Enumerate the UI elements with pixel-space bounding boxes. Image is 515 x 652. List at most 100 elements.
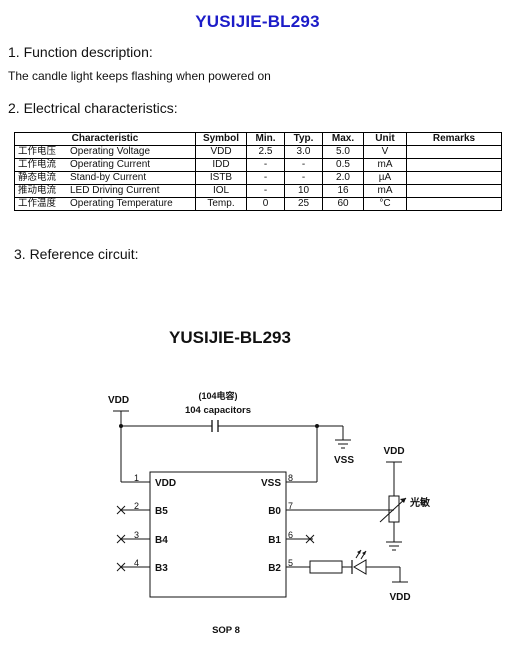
header-min: Min. xyxy=(246,132,285,146)
cell-remarks xyxy=(406,171,502,185)
vdd-label-right: VDD xyxy=(383,446,404,457)
cell-min: 0 xyxy=(246,197,285,211)
cell-symbol: VDD xyxy=(195,145,247,159)
characteristic-cn: 工作温度 xyxy=(18,198,57,209)
function-description: The candle light keeps flashing when pow… xyxy=(8,69,271,83)
section-heading-electrical: 2. Electrical characteristics: xyxy=(8,100,178,116)
junction-dot-right xyxy=(315,424,319,428)
cell-typ: 10 xyxy=(284,184,323,198)
no-connect-mark-b1 xyxy=(305,534,315,544)
pin-number-8: 8 xyxy=(288,473,293,483)
section-heading-function: 1. Function description: xyxy=(8,44,153,60)
characteristic-en: Operating Voltage xyxy=(70,146,151,157)
photoresistor-arrow-icon xyxy=(400,498,406,503)
characteristic-cn: 工作电流 xyxy=(18,159,57,170)
cell-max: 2.0 xyxy=(322,171,364,185)
characteristic-en: Operating Current xyxy=(70,159,151,170)
cell-symbol: ISTB xyxy=(195,171,247,185)
pin-name-b3: B3 xyxy=(155,563,168,574)
header-max: Max. xyxy=(322,132,364,146)
package-label: SOP 8 xyxy=(212,625,240,636)
cell-characteristic: 静态电流 Stand-by Current xyxy=(14,171,196,185)
cell-remarks xyxy=(406,184,502,198)
pin-number-2: 2 xyxy=(134,501,139,511)
reference-circuit-diagram: YUSIJIE-BL293 VDD (104电容) 104 capacitors… xyxy=(108,328,430,636)
cell-unit: °C xyxy=(363,197,407,211)
cell-typ: - xyxy=(284,171,323,185)
pin-name-b5: B5 xyxy=(155,506,168,517)
cell-min: - xyxy=(246,158,285,172)
header-unit: Unit xyxy=(363,132,407,146)
characteristic-cn: 推动电流 xyxy=(18,185,57,196)
header-typ: Typ. xyxy=(284,132,323,146)
no-connect-marks-left xyxy=(116,505,126,572)
pin-number-6: 6 xyxy=(288,530,293,540)
pin-name-b2: B2 xyxy=(268,563,281,574)
cell-unit: µA xyxy=(363,171,407,185)
cell-max: 5.0 xyxy=(322,145,364,159)
ic-body xyxy=(149,471,287,598)
pin-name-vss: VSS xyxy=(261,478,281,489)
junction-dot-left xyxy=(119,424,123,428)
header-characteristic: Characteristic xyxy=(14,132,196,146)
cell-min: 2.5 xyxy=(246,145,285,159)
table-header-row: Characteristic Symbol Min. Typ. Max. Uni… xyxy=(14,132,502,146)
cell-characteristic: 推动电流 LED Driving Current xyxy=(14,184,196,198)
cell-characteristic: 工作温度 Operating Temperature xyxy=(14,197,196,211)
led-branch xyxy=(309,560,408,583)
header-symbol: Symbol xyxy=(195,132,247,146)
cell-remarks xyxy=(406,145,502,159)
cell-unit: mA xyxy=(363,184,407,198)
cell-characteristic: 工作电流 Operating Current xyxy=(14,158,196,172)
cell-characteristic: 工作电压 Operating Voltage xyxy=(14,145,196,159)
section-heading-reference-circuit: 3. Reference circuit: xyxy=(14,246,139,262)
characteristic-cn: 工作电压 xyxy=(18,146,57,157)
cell-max: 16 xyxy=(322,184,364,198)
characteristic-en: LED Driving Current xyxy=(70,185,160,196)
ground-symbol xyxy=(335,439,351,449)
ic-left-pin-leads xyxy=(121,481,150,568)
photoresistor-circuit xyxy=(379,461,407,542)
cell-unit: V xyxy=(363,145,407,159)
cell-min: - xyxy=(246,184,285,198)
photosensitive-label: 光敏 xyxy=(409,496,430,509)
pin-number-7: 7 xyxy=(288,501,293,511)
vdd-label-left: VDD xyxy=(108,395,129,406)
characteristic-en: Stand-by Current xyxy=(70,172,147,183)
cell-min: - xyxy=(246,171,285,185)
cell-symbol: Temp. xyxy=(195,197,247,211)
cell-symbol: IOL xyxy=(195,184,247,198)
pin-name-b0: B0 xyxy=(268,506,281,517)
capacitor-label-cn: (104电容) xyxy=(198,390,237,401)
header-remarks: Remarks xyxy=(406,132,502,146)
pin-number-4: 4 xyxy=(134,558,139,568)
cell-max: 60 xyxy=(322,197,364,211)
pin-name-vdd: VDD xyxy=(155,478,176,489)
capacitor-label-en: 104 capacitors xyxy=(185,405,251,416)
cell-remarks xyxy=(406,158,502,172)
pin-name-b4: B4 xyxy=(155,535,168,546)
pin-number-3: 3 xyxy=(134,530,139,540)
cell-remarks xyxy=(406,197,502,211)
cell-unit: mA xyxy=(363,158,407,172)
cell-max: 0.5 xyxy=(322,158,364,172)
vss-label-ground: VSS xyxy=(334,455,354,466)
pin-number-1: 1 xyxy=(134,473,139,483)
characteristic-cn: 静态电流 xyxy=(18,172,57,183)
capacitor-wire xyxy=(121,425,344,482)
vdd-label-led: VDD xyxy=(389,592,410,603)
electrical-characteristics-table: Characteristic Symbol Min. Typ. Max. Uni… xyxy=(14,132,502,211)
circuit-title: YUSIJIE-BL293 xyxy=(169,328,291,347)
led-symbol xyxy=(351,549,367,575)
cell-typ: 3.0 xyxy=(284,145,323,159)
cell-typ: - xyxy=(284,158,323,172)
cell-typ: 25 xyxy=(284,197,323,211)
characteristic-en: Operating Temperature xyxy=(70,198,173,209)
pin-number-5: 5 xyxy=(288,558,293,568)
vdd-supply-symbol-left xyxy=(113,410,129,482)
cell-symbol: IDD xyxy=(195,158,247,172)
